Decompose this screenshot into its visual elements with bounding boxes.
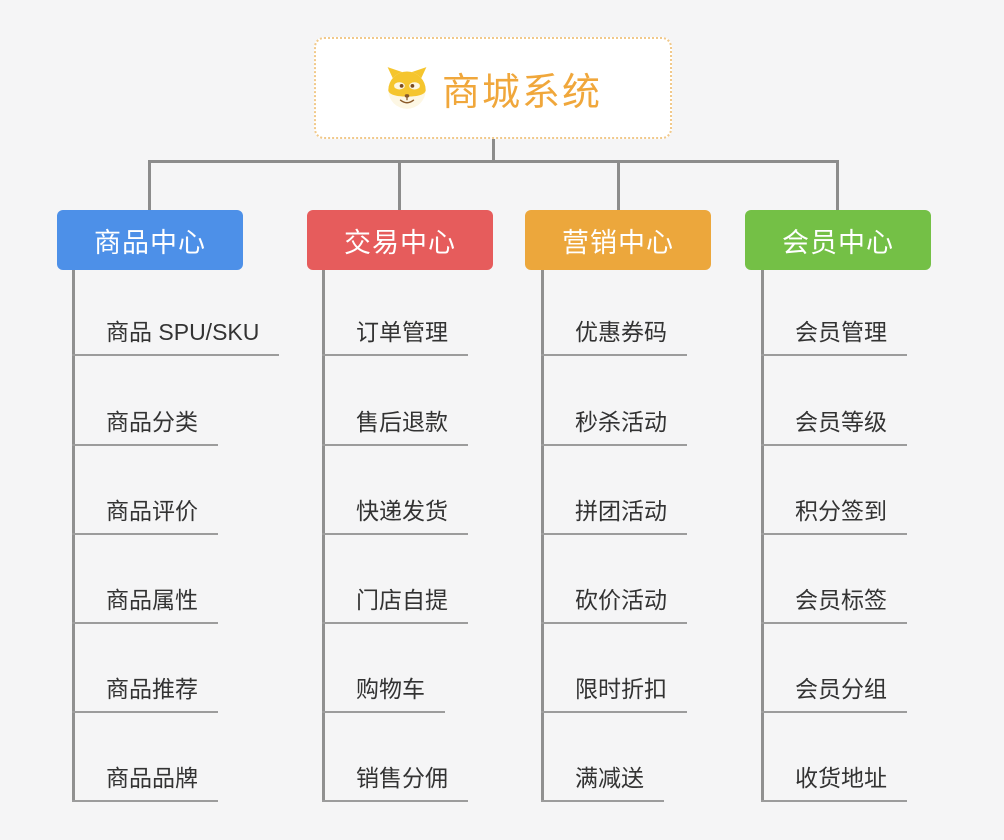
branch-drop-line xyxy=(398,161,401,210)
leaf-node[interactable]: 满减送 xyxy=(541,764,664,802)
leaf-node[interactable]: 快递发货 xyxy=(322,497,468,535)
branch-label: 营销中心 xyxy=(562,227,674,258)
branch-trunk-line xyxy=(322,270,325,802)
leaf-node[interactable]: 拼团活动 xyxy=(541,497,687,535)
branch-drop-line xyxy=(617,161,620,210)
leaf-node[interactable]: 砍价活动 xyxy=(541,586,687,624)
leaf-node[interactable]: 购物车 xyxy=(322,675,445,713)
leaf-node[interactable]: 门店自提 xyxy=(322,586,468,624)
leaf-node[interactable]: 商品推荐 xyxy=(72,675,218,713)
leaf-node[interactable]: 会员等级 xyxy=(761,408,907,446)
leaf-node[interactable]: 积分签到 xyxy=(761,497,907,535)
leaf-node[interactable]: 商品分类 xyxy=(72,408,218,446)
dog-face-icon xyxy=(384,65,430,111)
branch-drop-line xyxy=(148,161,151,210)
branch-label: 商品中心 xyxy=(94,227,206,258)
leaf-node[interactable]: 售后退款 xyxy=(322,408,468,446)
root-node[interactable]: 商城系统 xyxy=(314,37,672,139)
branch-trunk-line xyxy=(72,270,75,802)
branch-label: 会员中心 xyxy=(782,227,894,258)
branch-header-member[interactable]: 会员中心 xyxy=(745,210,931,270)
leaf-node[interactable]: 会员管理 xyxy=(761,318,907,356)
branch-label: 交易中心 xyxy=(344,227,456,258)
branch-drop-line xyxy=(836,161,839,210)
leaf-node[interactable]: 秒杀活动 xyxy=(541,408,687,446)
leaf-node[interactable]: 商品 SPU/SKU xyxy=(72,318,280,356)
leaf-node[interactable]: 订单管理 xyxy=(322,318,468,356)
branch-header-trade[interactable]: 交易中心 xyxy=(307,210,493,270)
leaf-node[interactable]: 会员标签 xyxy=(761,586,907,624)
branch-header-marketing[interactable]: 营销中心 xyxy=(525,210,711,270)
branch-trunk-line xyxy=(541,270,544,802)
branch-trunk-line xyxy=(761,270,764,802)
root-drop-line xyxy=(492,139,495,163)
leaf-node[interactable]: 限时折扣 xyxy=(541,675,687,713)
branch-header-product[interactable]: 商品中心 xyxy=(57,210,243,270)
bus-line xyxy=(148,160,839,163)
leaf-node[interactable]: 会员分组 xyxy=(761,675,907,713)
leaf-node[interactable]: 商品评价 xyxy=(72,497,218,535)
root-title: 商城系统 xyxy=(441,71,602,114)
leaf-node[interactable]: 收货地址 xyxy=(761,764,907,802)
leaf-node[interactable]: 商品品牌 xyxy=(72,764,218,802)
leaf-node[interactable]: 优惠券码 xyxy=(541,318,687,356)
leaf-node[interactable]: 销售分佣 xyxy=(322,764,468,802)
leaf-node[interactable]: 商品属性 xyxy=(72,586,218,624)
